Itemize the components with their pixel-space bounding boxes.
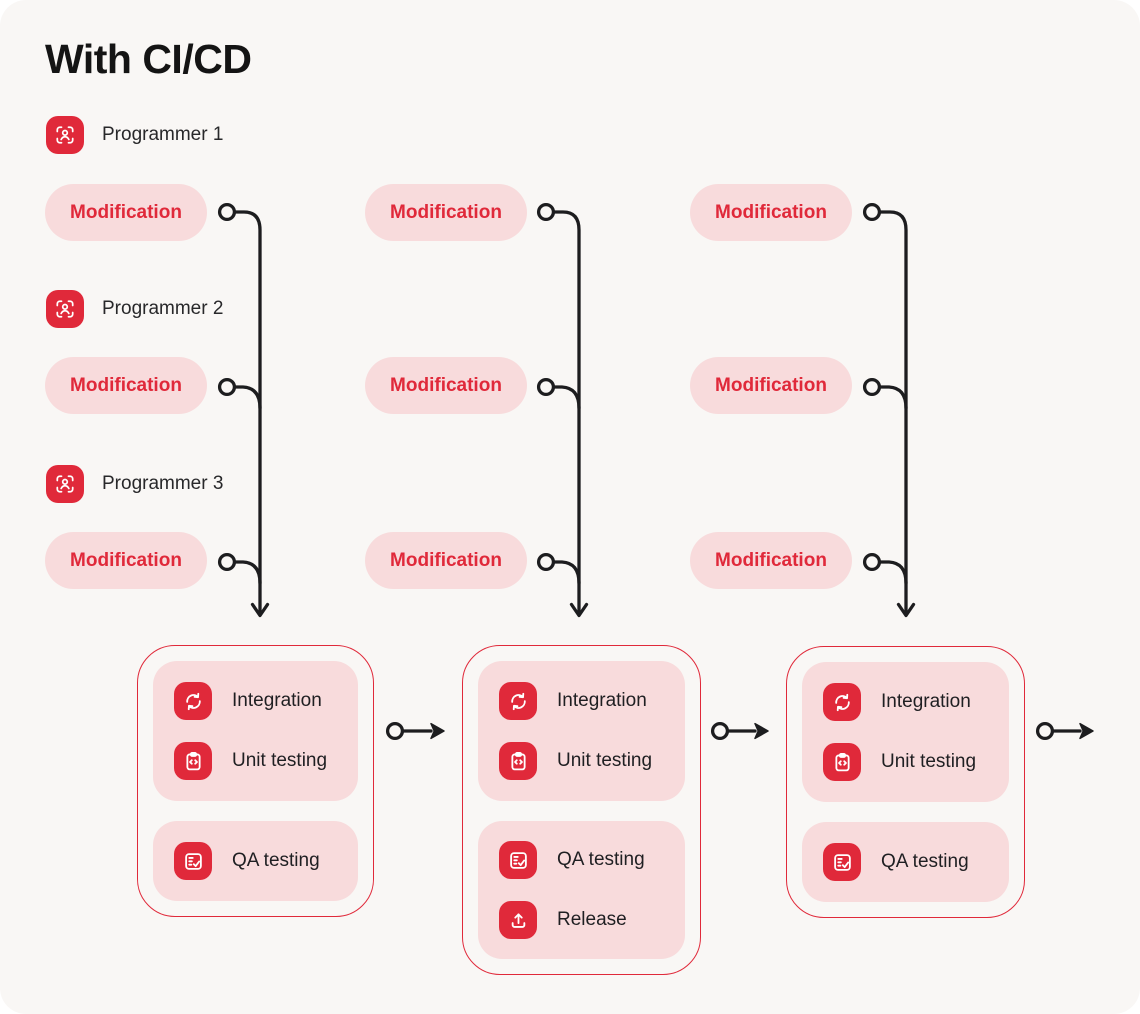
pipeline-box-2: Integration Unit testing QA testing Rele… [462,645,701,975]
user-scan-icon [46,116,84,154]
modification-pill: Modification [45,357,207,414]
release-icon [499,901,537,939]
step-label: Unit testing [557,750,653,771]
unit-testing-icon [823,743,861,781]
pipeline-box-1: Integration Unit testing QA testing [137,645,374,917]
modification-pill: Modification [45,184,207,241]
step-label: QA testing [881,851,969,872]
qa-card: QA testing [153,821,358,901]
pipeline-step: QA testing [823,843,1009,881]
integration-icon [174,682,212,720]
modification-pill: Modification [690,357,852,414]
pipeline-step: Unit testing [499,742,685,780]
step-label: Integration [881,691,971,712]
programmer-label: Programmer 3 [102,473,224,494]
qa-testing-icon [499,841,537,879]
ci-card: Integration Unit testing [153,661,358,801]
qa-testing-icon [174,842,212,880]
pipeline-step: Unit testing [174,742,358,780]
user-scan-icon [46,290,84,328]
modification-pill: Modification [690,532,852,589]
qa-card: QA testing [802,822,1009,902]
modification-pill: Modification [45,532,207,589]
step-label: Integration [557,690,647,711]
pipeline-step: Unit testing [823,743,1009,781]
step-label: Unit testing [232,750,328,771]
modification-pill: Modification [365,184,527,241]
programmer-label: Programmer 1 [102,124,224,145]
step-label: QA testing [557,849,645,870]
programmer-row-2: Programmer 2 [46,290,223,328]
integration-icon [823,683,861,721]
modification-pill: Modification [690,184,852,241]
pipeline-step: Release [499,901,685,939]
pipeline-step: Integration [823,683,1009,721]
programmer-row-1: Programmer 1 [46,116,223,154]
pipeline-step: QA testing [174,842,358,880]
step-label: Unit testing [881,751,977,772]
modification-pill: Modification [365,357,527,414]
user-scan-icon [46,465,84,503]
step-label: Release [557,909,627,930]
unit-testing-icon [174,742,212,780]
integration-icon [499,682,537,720]
unit-testing-icon [499,742,537,780]
pipeline-step: Integration [174,682,358,720]
pipeline-step: Integration [499,682,685,720]
modification-pill: Modification [365,532,527,589]
qa-release-card: QA testing Release [478,821,685,959]
programmer-label: Programmer 2 [102,298,224,319]
ci-card: Integration Unit testing [478,661,685,801]
step-label: Integration [232,690,322,711]
ci-card: Integration Unit testing [802,662,1009,802]
pipeline-box-3: Integration Unit testing QA testing [786,646,1025,918]
step-label: QA testing [232,850,320,871]
programmer-row-3: Programmer 3 [46,465,223,503]
page-title: With CI/CD [45,36,252,82]
pipeline-step: QA testing [499,841,685,879]
qa-testing-icon [823,843,861,881]
